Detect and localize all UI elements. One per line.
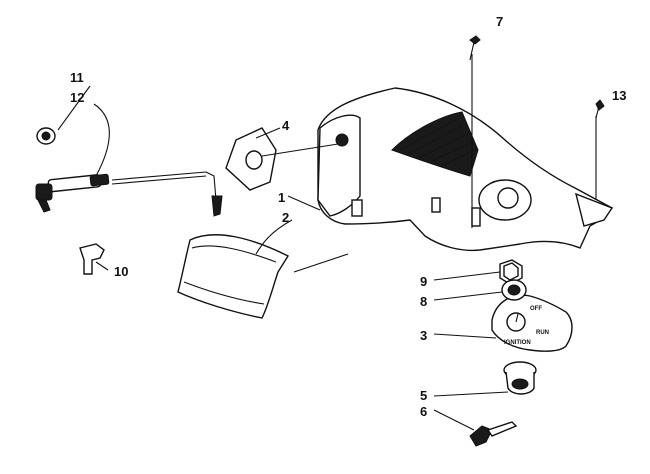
- housing-ignition-hole: [497, 187, 519, 209]
- console-housing: [317, 87, 614, 252]
- callout-3: 3: [420, 328, 427, 343]
- housing-tab: [351, 199, 363, 217]
- dash-plate: [225, 127, 277, 191]
- cable-end: [211, 195, 223, 217]
- callout-11: 11: [70, 70, 84, 85]
- housing-tab: [471, 207, 481, 227]
- screw-13: [595, 99, 605, 119]
- recess-hatching: [399, 119, 475, 167]
- clip-10: [79, 243, 105, 275]
- choke-cable: [111, 171, 207, 181]
- lower-cover-panel: [177, 234, 349, 319]
- decal-run-text: RUN: [536, 330, 549, 336]
- callout-13: 13: [612, 88, 626, 103]
- ignition-switch: [503, 361, 537, 395]
- bezel-nut: [499, 259, 523, 285]
- callout-6: 6: [420, 404, 427, 419]
- decal-off-text: OFF: [530, 306, 542, 312]
- callout-5: 5: [420, 388, 427, 403]
- ignition-decal: OFF RUN IGNITION: [491, 294, 573, 352]
- ignition-key: [469, 421, 518, 447]
- callout-2: 2: [282, 210, 289, 225]
- callout-12: 12: [70, 90, 84, 105]
- lock-washer: [501, 279, 527, 301]
- callout-4: 4: [282, 118, 290, 133]
- choke-cable-fitting: [35, 173, 110, 213]
- decal-ignition-text: IGNITION: [504, 340, 531, 346]
- plate-to-housing-line: [261, 143, 339, 157]
- callout-9: 9: [420, 274, 427, 289]
- callout-1: 1: [278, 190, 285, 205]
- callouts: 11 12 4 1 2 7 13 10 9 8 3 5 6: [70, 14, 626, 419]
- leader-lines: [57, 85, 509, 431]
- callout-8: 8: [420, 294, 427, 309]
- choke-knob: [36, 127, 56, 145]
- housing-tab: [431, 197, 441, 213]
- callout-10: 10: [114, 264, 128, 279]
- callout-7: 7: [496, 14, 503, 29]
- housing-left-hole: [335, 133, 349, 147]
- windshield-recess: [391, 111, 479, 177]
- screw-7: [469, 35, 481, 61]
- cable-bend: [205, 171, 217, 201]
